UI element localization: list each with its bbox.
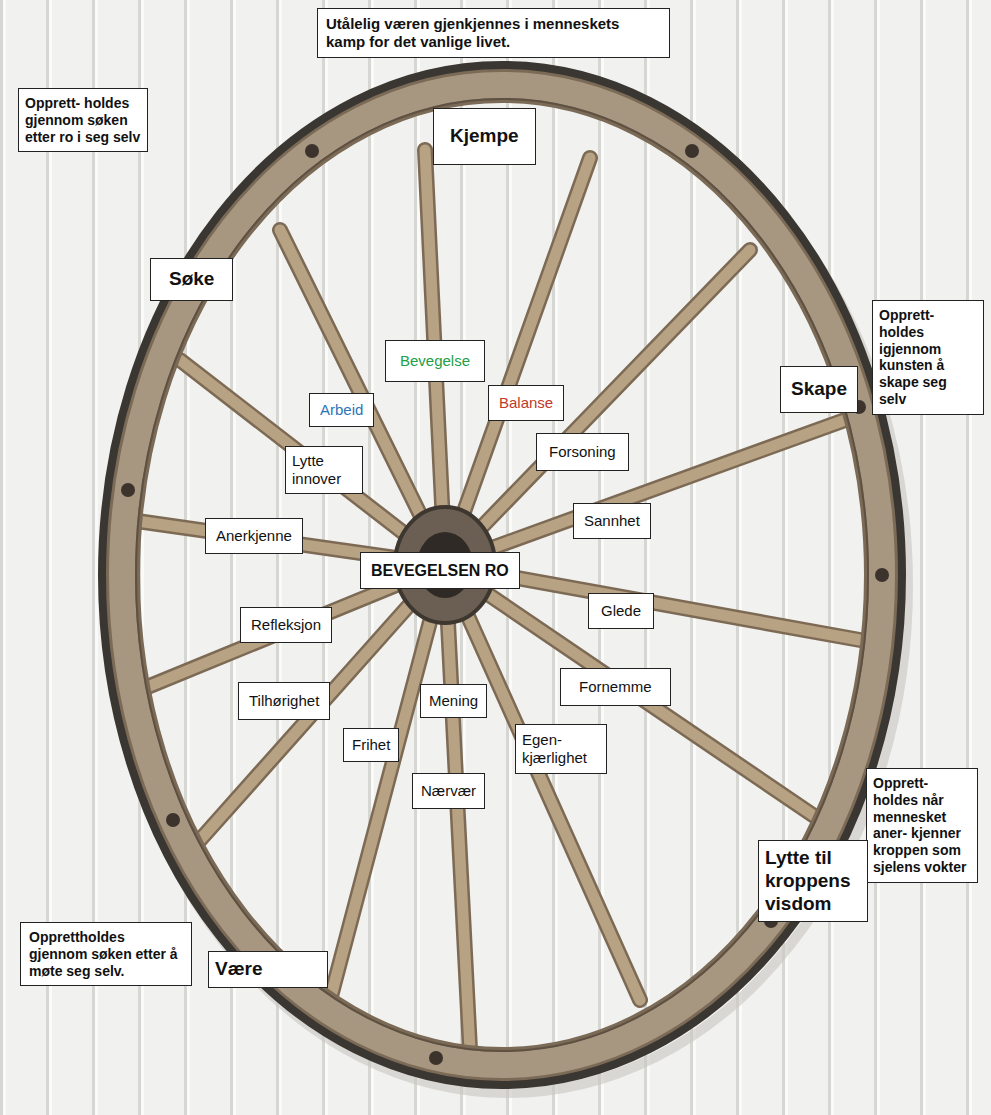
label-box: Arbeid bbox=[309, 393, 374, 427]
label-box: Opprett- holdes igjennom kunsten å skape… bbox=[872, 300, 984, 415]
label-text: Arbeid bbox=[320, 401, 363, 419]
label-text: Søke bbox=[169, 268, 214, 291]
label-text: Glede bbox=[601, 602, 641, 620]
label-box: Tilhørighet bbox=[238, 682, 330, 720]
spoke bbox=[445, 250, 750, 565]
label-text: Balanse bbox=[499, 394, 553, 412]
label-box: Forsoning bbox=[536, 433, 629, 471]
label-text: Lytte til kroppens visdom bbox=[765, 847, 861, 915]
bolt bbox=[166, 813, 180, 827]
label-text: Lytte innover bbox=[292, 452, 356, 488]
label-text: Egen- kjærlighet bbox=[522, 731, 600, 767]
label-box: BEVEGELSEN RO bbox=[360, 552, 520, 589]
label-box: Opprett- holdes når mennesket aner- kjen… bbox=[866, 768, 978, 883]
label-box: Opprett- holdes gjennom søken etter ro i… bbox=[18, 88, 148, 152]
spoke-face bbox=[445, 250, 750, 565]
label-text: Sannhet bbox=[584, 512, 640, 530]
label-box: Refleksjon bbox=[240, 607, 332, 643]
label-box: Utålelig væren gjenkjennes i menneskets … bbox=[317, 8, 670, 58]
label-text: Utålelig væren gjenkjennes i menneskets … bbox=[326, 15, 661, 51]
label-box: Kjempe bbox=[433, 108, 536, 165]
label-text: Tilhørighet bbox=[249, 692, 319, 710]
spoke bbox=[445, 420, 845, 565]
label-text: Nærvær bbox=[421, 782, 476, 800]
label-text: Bevegelse bbox=[400, 352, 470, 370]
label-box: Være bbox=[208, 951, 328, 988]
label-text: Opprett- holdes gjennom søken etter ro i… bbox=[25, 95, 141, 145]
bolt bbox=[305, 144, 319, 158]
label-box: Opprettholdes gjennom søken etter å møte… bbox=[20, 922, 192, 986]
spoke-face bbox=[445, 420, 845, 565]
label-box: Frihet bbox=[343, 728, 399, 762]
label-box: Egen- kjærlighet bbox=[515, 724, 607, 774]
label-text: Opprettholdes gjennom søken etter å møte… bbox=[29, 929, 183, 979]
label-text: Kjempe bbox=[450, 125, 519, 148]
label-box: Lytte til kroppens visdom bbox=[758, 840, 868, 922]
label-text: BEVEGELSEN RO bbox=[371, 561, 509, 580]
label-text: Opprett- holdes når mennesket aner- kjen… bbox=[873, 775, 971, 876]
label-text: Frihet bbox=[352, 736, 390, 754]
label-box: Søke bbox=[150, 258, 233, 301]
iron-tire bbox=[102, 65, 902, 1085]
label-box: Bevegelse bbox=[385, 340, 485, 382]
label-text: Anerkjenne bbox=[216, 527, 292, 545]
bolt bbox=[875, 568, 889, 582]
label-box: Nærvær bbox=[412, 773, 485, 809]
label-box: Skape bbox=[780, 366, 858, 413]
label-box: Balanse bbox=[488, 385, 564, 421]
label-text: Opprett- holdes igjennom kunsten å skape… bbox=[879, 307, 977, 408]
label-text: Refleksjon bbox=[251, 616, 321, 634]
label-box: Glede bbox=[588, 593, 654, 629]
label-box: Anerkjenne bbox=[205, 518, 303, 554]
rim-inner-edge bbox=[136, 99, 868, 1051]
label-text: Være bbox=[215, 958, 321, 981]
label-text: Mening bbox=[429, 692, 478, 710]
bolt bbox=[121, 483, 135, 497]
label-box: Lytte innover bbox=[285, 446, 363, 494]
bolt bbox=[429, 1051, 443, 1065]
wooden-rim bbox=[122, 85, 882, 1065]
rim-bolts bbox=[121, 144, 889, 1065]
label-text: Skape bbox=[791, 378, 847, 401]
label-text: Forsoning bbox=[549, 443, 616, 461]
label-box: Mening bbox=[420, 684, 487, 718]
bolt bbox=[685, 144, 699, 158]
wooden-rim-face bbox=[122, 85, 882, 1065]
label-text: Fornemme bbox=[579, 678, 652, 696]
label-box: Sannhet bbox=[573, 503, 651, 539]
label-box: Fornemme bbox=[560, 668, 671, 706]
